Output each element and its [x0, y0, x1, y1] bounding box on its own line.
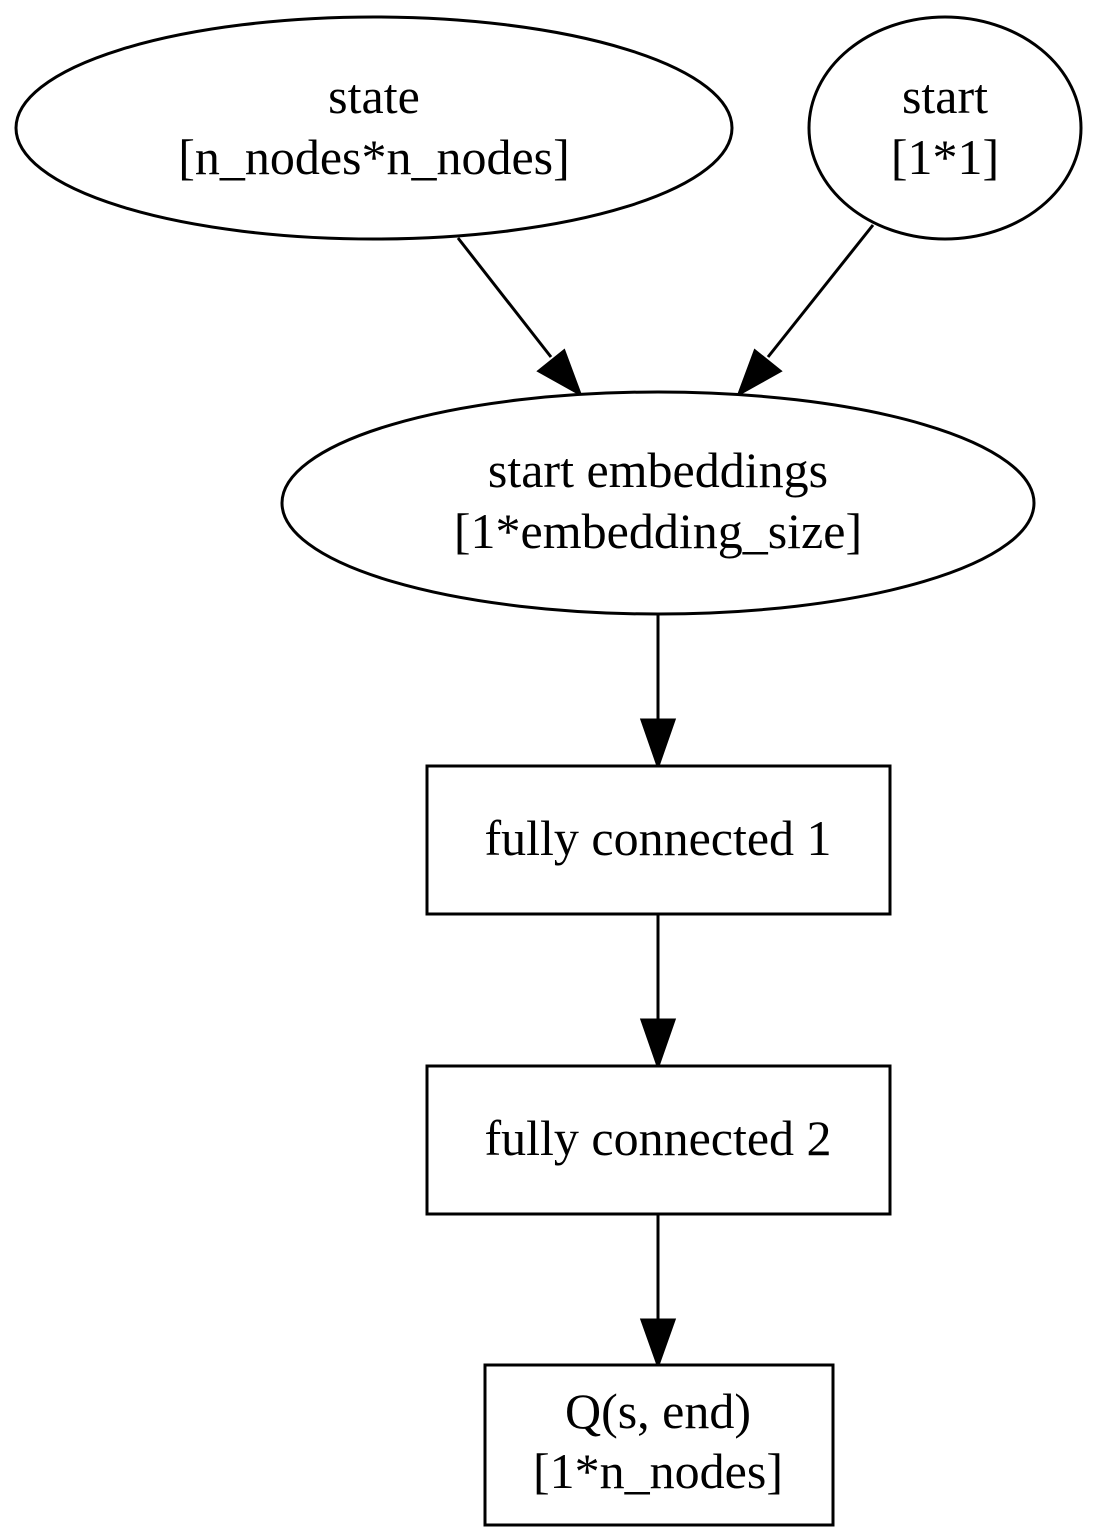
node-state: state [n_nodes*n_nodes] — [14, 15, 734, 241]
arrowhead-icon — [639, 718, 677, 771]
node-start-ellipse — [807, 15, 1083, 241]
edges — [456, 224, 875, 1370]
edge-fc2-to-q — [639, 1215, 677, 1370]
node-fc1: fully connected 1 — [425, 764, 892, 916]
node-start-embeddings-title: start embeddings — [488, 442, 828, 498]
arrowhead-icon — [639, 1318, 677, 1370]
node-fc2-box — [425, 1064, 892, 1216]
node-state-title: state — [328, 68, 420, 124]
node-fc2-label: fully connected 2 — [484, 1110, 831, 1166]
node-fc1-box — [425, 764, 892, 916]
node-state-shape: [n_nodes*n_nodes] — [178, 129, 570, 185]
node-state-ellipse — [14, 15, 734, 241]
node-q-box — [483, 1363, 835, 1527]
node-q-title: Q(s, end) — [565, 1383, 751, 1439]
node-fc2: fully connected 2 — [425, 1064, 892, 1216]
node-start-embeddings: start embeddings [1*embedding_size] — [280, 390, 1036, 616]
edge-fc1-to-fc2 — [639, 914, 677, 1071]
node-q-shape: [1*n_nodes] — [533, 1443, 783, 1499]
edge-state-to-start-embeddings — [456, 237, 583, 398]
arrowhead-icon — [536, 348, 583, 398]
edge-start-embeddings-to-fc1 — [639, 615, 677, 771]
node-start-title: start — [902, 68, 988, 124]
arrowhead-icon — [736, 348, 783, 398]
arrowhead-icon — [639, 1018, 677, 1071]
edge-start-to-start-embeddings — [736, 224, 875, 398]
node-fc1-label: fully connected 1 — [484, 810, 831, 866]
node-start-embeddings-ellipse — [280, 390, 1036, 616]
node-start: start [1*1] — [807, 15, 1083, 241]
node-start-embeddings-shape: [1*embedding_size] — [454, 503, 862, 559]
node-q: Q(s, end) [1*n_nodes] — [483, 1363, 835, 1527]
node-start-shape: [1*1] — [891, 129, 999, 185]
